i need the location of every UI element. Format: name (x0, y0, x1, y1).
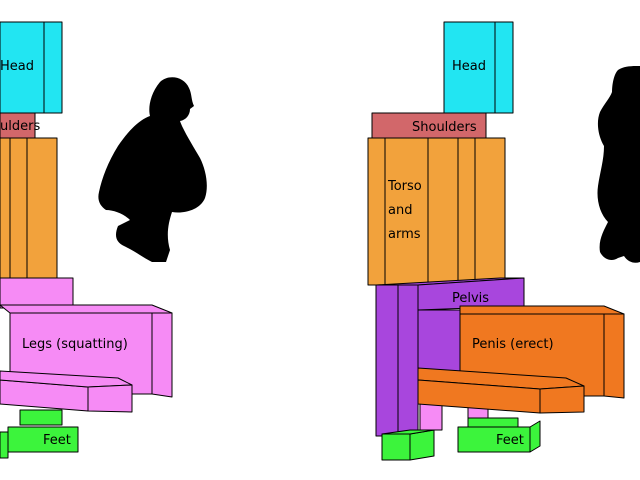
right-shoulders-block: Shoulders (371, 112, 487, 139)
left-torso-col-3 (26, 137, 58, 286)
right-torso-label-line1: Torso (387, 179, 422, 194)
left-feet-label: Feet (43, 433, 71, 448)
right-pelvis-label: Pelvis (452, 291, 489, 306)
right-penis-top (459, 305, 625, 315)
left-head-label: Head (0, 59, 34, 74)
right-torso-col-1 (367, 137, 386, 286)
left-foot-back (19, 409, 63, 426)
right-foot-left-top (381, 429, 435, 435)
right-shoulders-label: Shoulders (412, 120, 477, 135)
left-torso-col-2 (9, 137, 28, 286)
right-feet-block: Feet (381, 417, 541, 461)
right-torso-col-4 (457, 137, 476, 286)
left-legs-block: Legs (squatting) (0, 277, 173, 426)
right-foot-left-front (381, 433, 411, 461)
left-head-side (43, 21, 63, 114)
squatting-person-silhouette (98, 77, 207, 262)
right-torso-col-3 (427, 137, 459, 286)
right-lower-side (539, 385, 585, 414)
left-hip-slab (0, 277, 74, 309)
right-penis-block: Penis (erect) (417, 305, 625, 414)
left-thigh-top (0, 304, 173, 314)
right-leg-middle (397, 284, 419, 437)
standing-couple-body (597, 66, 640, 263)
left-foot-side (0, 431, 9, 459)
left-feet-block: Feet (0, 409, 79, 459)
right-penis-label: Penis (erect) (472, 337, 554, 352)
right-head-block: Head (443, 21, 514, 114)
squatting-person-body (98, 77, 207, 262)
left-torso-block (0, 137, 58, 286)
left-torso-col-1 (0, 137, 11, 286)
left-shoulders-label: ulders (0, 119, 40, 134)
left-legs-label: Legs (squatting) (22, 337, 128, 352)
right-head-side (494, 21, 514, 114)
right-feet-label: Feet (496, 433, 524, 448)
left-thigh-side (151, 312, 173, 398)
right-torso-block: Torso and arms (367, 137, 506, 286)
right-torso-label-line3: arms (388, 227, 421, 242)
standing-couple-silhouette (597, 66, 640, 263)
right-block-figure: Head Shoulders Torso and arms P (367, 21, 625, 461)
right-leg-left (375, 284, 399, 437)
right-foot-right-side (529, 420, 541, 453)
squatting-person-arm (128, 120, 170, 205)
right-foot-left-side (409, 429, 435, 461)
right-torso-label-line2: and (388, 203, 412, 218)
left-head-block: Head (0, 21, 63, 114)
left-shin-side (87, 384, 133, 413)
right-head-label: Head (452, 59, 486, 74)
left-shoulders-block: ulders (0, 112, 40, 139)
right-penis-side (603, 313, 625, 399)
left-block-figure: Head ulders Legs (squatting) (0, 21, 173, 459)
right-torso-col-5 (474, 137, 506, 286)
